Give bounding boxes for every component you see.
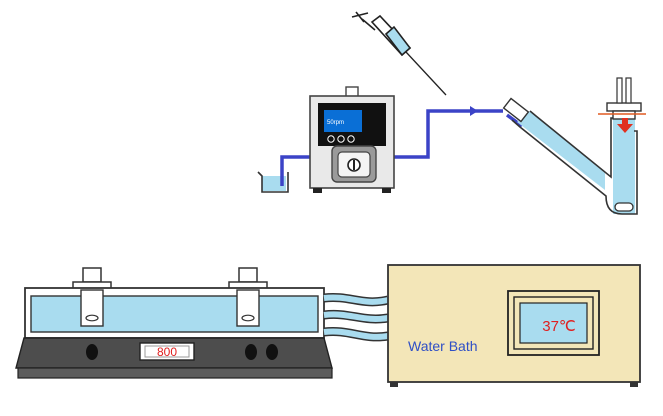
syringe-icon xyxy=(351,11,447,96)
flow-reactor-vessel xyxy=(502,77,646,215)
peristaltic-pump: 50rpm xyxy=(309,86,395,193)
tubing-line xyxy=(280,109,503,186)
pump-display-text: 50rpm xyxy=(327,120,344,126)
water-bath-temperature-readout: 37℃ xyxy=(542,318,576,335)
pump-screen xyxy=(324,110,362,132)
down-arrow-icon xyxy=(617,118,633,133)
stirrer-speed-readout: 800 xyxy=(157,345,177,359)
water-bath-label: Water Bath xyxy=(408,338,478,354)
magnetic-stirrer: 800 xyxy=(15,267,333,379)
water-bath: 37℃ Water Bath xyxy=(387,264,641,387)
circulation-hoses xyxy=(323,292,390,342)
beaker xyxy=(257,171,289,193)
flow-direction-arrow-icon xyxy=(470,106,478,116)
tube-inlet xyxy=(505,113,524,128)
